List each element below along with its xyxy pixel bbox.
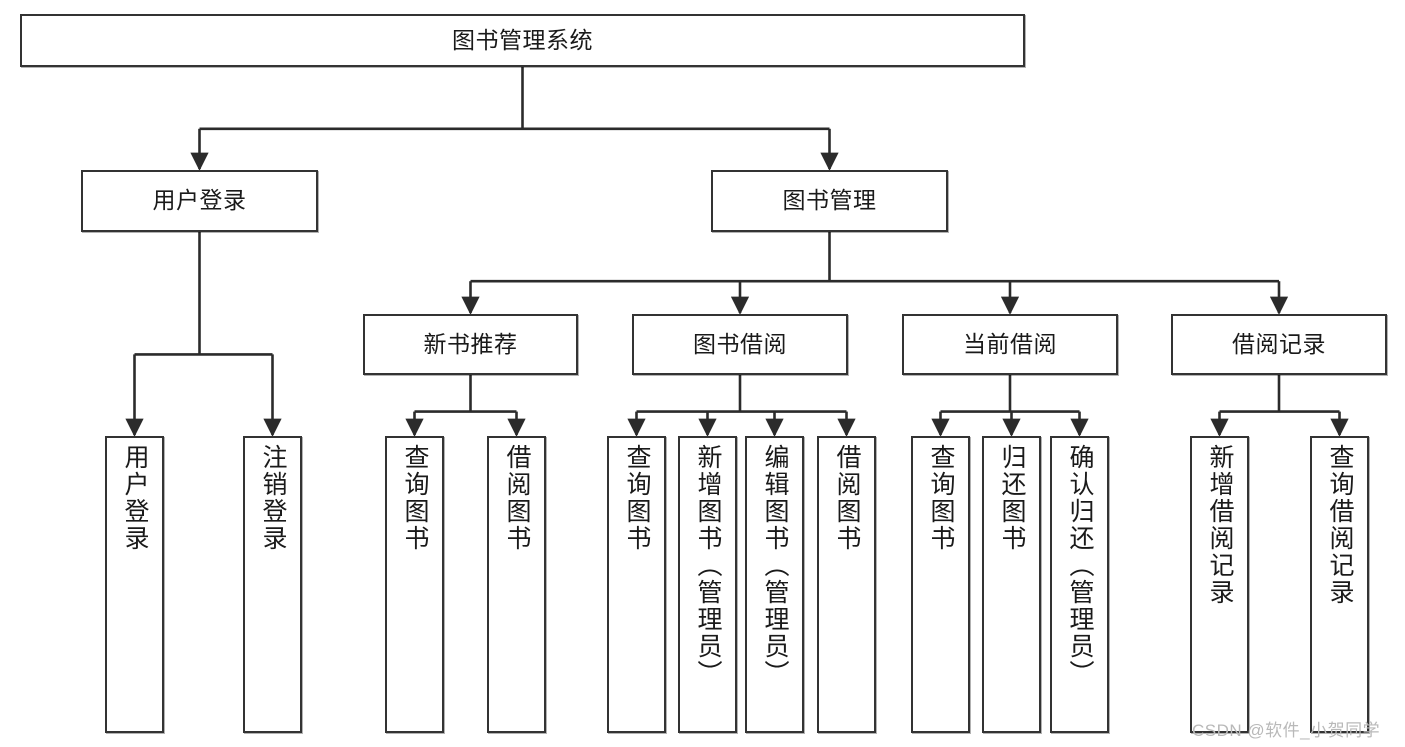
leaf-br-query-record[interactable]: 查询借阅记录 — [1310, 436, 1369, 733]
leaf-cb-confirm-return-label: 确认归还（管理员） — [1066, 444, 1094, 687]
node-root[interactable]: 图书管理系统 — [20, 14, 1025, 67]
leaf-cb-query-book-label: 查询图书 — [927, 444, 955, 552]
node-book-manage[interactable]: 图书管理 — [711, 170, 948, 232]
node-book-borrow[interactable]: 图书借阅 — [632, 314, 848, 375]
node-borrow-record-label: 借阅记录 — [1232, 330, 1326, 357]
node-user-login[interactable]: 用户登录 — [81, 170, 318, 232]
leaf-cb-query-book[interactable]: 查询图书 — [911, 436, 970, 733]
leaf-rec-query-book[interactable]: 查询图书 — [385, 436, 444, 733]
watermark: CSDN @软件_小贺同学 — [1192, 721, 1381, 740]
leaf-user-login-label: 用户登录 — [121, 444, 149, 552]
leaf-br-add-record[interactable]: 新增借阅记录 — [1190, 436, 1249, 733]
node-borrow-record[interactable]: 借阅记录 — [1171, 314, 1387, 375]
leaf-bb-add-book-label: 新增图书（管理员） — [694, 444, 722, 687]
leaf-br-add-record-label: 新增借阅记录 — [1206, 444, 1234, 606]
leaf-bb-borrow-book-label: 借阅图书 — [833, 444, 861, 552]
node-root-label: 图书管理系统 — [452, 26, 593, 53]
leaf-bb-query-book[interactable]: 查询图书 — [607, 436, 666, 733]
node-current-borrow[interactable]: 当前借阅 — [902, 314, 1118, 375]
node-new-book-rec-label: 新书推荐 — [423, 330, 518, 357]
leaf-bb-edit-book-label: 编辑图书（管理员） — [761, 444, 789, 687]
leaf-rec-borrow-book-label: 借阅图书 — [503, 444, 531, 552]
leaf-bb-borrow-book[interactable]: 借阅图书 — [817, 436, 876, 733]
leaf-user-logout[interactable]: 注销登录 — [243, 436, 302, 733]
leaf-rec-query-book-label: 查询图书 — [401, 444, 429, 552]
node-book-borrow-label: 图书借阅 — [693, 330, 787, 357]
node-new-book-rec[interactable]: 新书推荐 — [363, 314, 578, 375]
leaf-cb-confirm-return[interactable]: 确认归还（管理员） — [1050, 436, 1109, 733]
node-user-login-label: 用户登录 — [152, 187, 247, 214]
leaf-bb-add-book[interactable]: 新增图书（管理员） — [678, 436, 737, 733]
leaf-user-login[interactable]: 用户登录 — [105, 436, 164, 733]
node-current-borrow-label: 当前借阅 — [963, 330, 1057, 357]
node-book-manage-label: 图书管理 — [782, 187, 877, 214]
leaf-cb-return-book[interactable]: 归还图书 — [982, 436, 1041, 733]
leaf-bb-edit-book[interactable]: 编辑图书（管理员） — [745, 436, 804, 733]
leaf-user-logout-label: 注销登录 — [259, 444, 287, 552]
leaf-br-query-record-label: 查询借阅记录 — [1326, 444, 1354, 606]
leaf-bb-query-book-label: 查询图书 — [623, 444, 651, 552]
leaf-cb-return-book-label: 归还图书 — [998, 444, 1026, 552]
leaf-rec-borrow-book[interactable]: 借阅图书 — [487, 436, 546, 733]
